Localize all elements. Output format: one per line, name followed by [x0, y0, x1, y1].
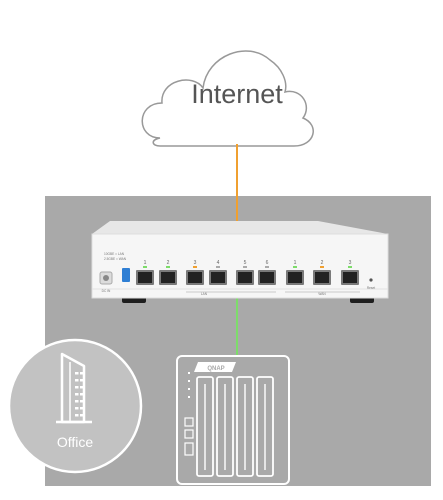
- lan-port-number: 6: [266, 260, 269, 266]
- wan-group-label: WAN: [318, 292, 326, 296]
- nas-brand-label: QNAP: [207, 366, 224, 372]
- lan-port-4: 4: [209, 260, 227, 285]
- drive-bay-2: [216, 376, 234, 477]
- wan-port-1: 1: [286, 260, 304, 285]
- office-label: Office: [57, 434, 94, 450]
- switch-top: [92, 221, 388, 234]
- lan-port-number: 1: [144, 260, 147, 266]
- wan-port-number: 3: [349, 260, 352, 266]
- nas-usb-port: [184, 442, 194, 456]
- nas-power-button: [184, 417, 194, 427]
- lan-port-group: 1 2 3 4 5 6: [136, 260, 276, 285]
- lan-port-5: 5: [236, 260, 254, 285]
- lan-port-2: 2: [159, 260, 177, 285]
- nas-copy-button: [184, 429, 194, 439]
- usb-port: [122, 268, 130, 282]
- internet-cloud: Internet: [141, 50, 314, 147]
- nas-brand-badge: [194, 362, 236, 372]
- reset-button: [369, 278, 373, 282]
- office-circle: [7, 338, 143, 474]
- cloud-label: Internet: [191, 79, 283, 109]
- dc-in-label: DC IN: [102, 289, 111, 293]
- drive-bay-1: [196, 376, 214, 477]
- nas-drive-bays: [196, 376, 274, 477]
- network-switch: 10GBE = LAN 2.5GBE = WAN DC IN 1 2 3 4 5 6 1 2…: [91, 221, 389, 303]
- wan-port-group: 1 2 3: [286, 260, 359, 285]
- legend-line-1: 10GBE = LAN: [104, 252, 125, 256]
- wan-port-number: 2: [321, 260, 324, 266]
- nas-device: QNAP: [176, 355, 290, 485]
- nas-body: [176, 355, 290, 485]
- drive-bay-4: [256, 376, 274, 477]
- wan-port-number: 1: [294, 260, 297, 266]
- wan-port-3: 3: [341, 260, 359, 285]
- power-jack-hole: [103, 275, 109, 281]
- lan-port-number: 2: [167, 260, 170, 266]
- drive-bay-3: [236, 376, 254, 477]
- cloud-icon: [141, 50, 314, 147]
- lan-port-number: 5: [244, 260, 247, 266]
- reset-label: Reset: [367, 286, 375, 290]
- legend-line-2: 2.5GBE = WAN: [104, 257, 127, 261]
- lan-group-label: LAN: [201, 292, 208, 296]
- switch-front-panel: [91, 233, 389, 299]
- office-building-icon: [56, 352, 92, 424]
- lan-port-3: 3: [186, 260, 204, 285]
- wan-port-2: 2: [313, 260, 331, 285]
- lan-port-1: 1: [136, 260, 154, 285]
- office-badge: Office: [7, 338, 143, 474]
- lan-port-number: 4: [217, 260, 220, 266]
- lan-port-6: 6: [258, 260, 276, 285]
- nas-status-leds: [188, 372, 190, 398]
- lan-port-number: 3: [194, 260, 197, 266]
